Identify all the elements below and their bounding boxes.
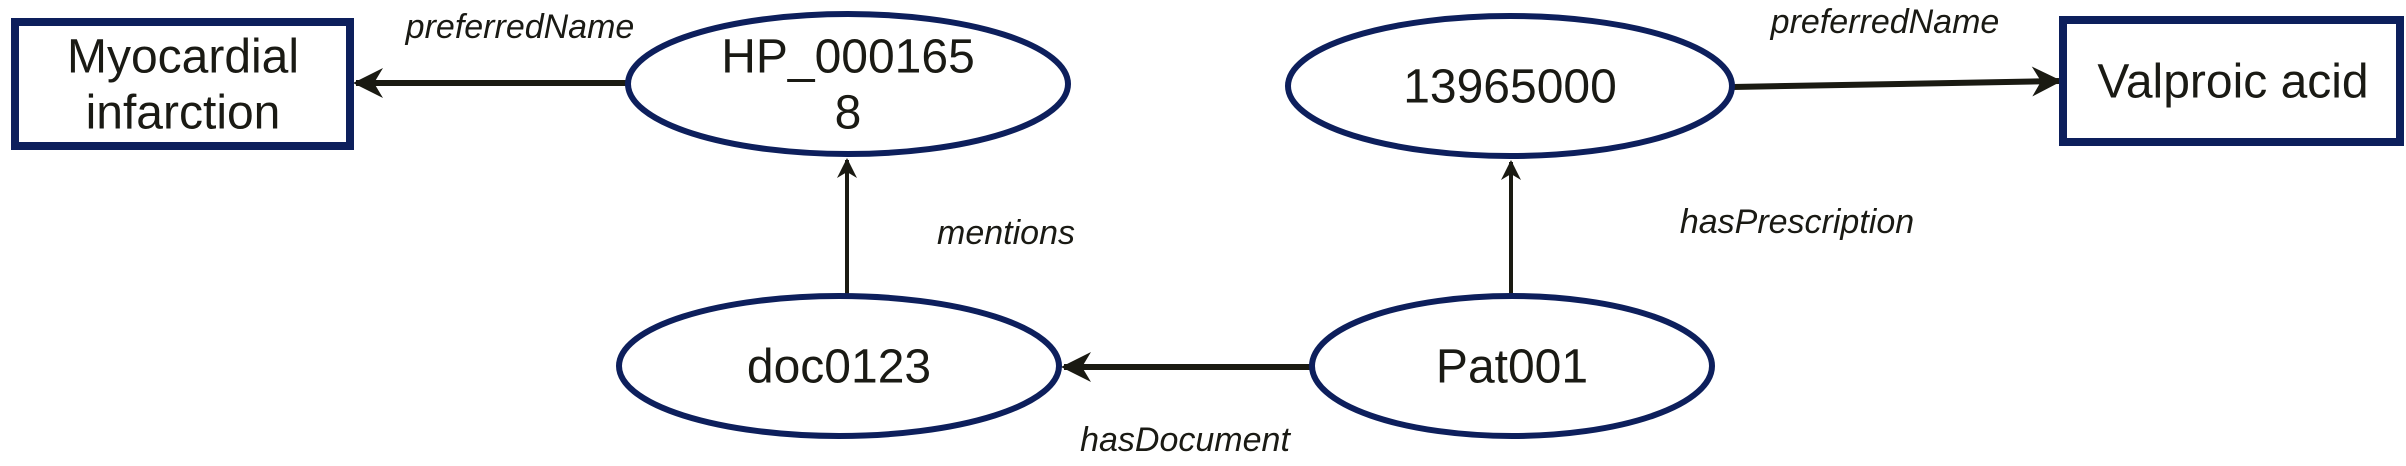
node-label-line1: HP_000165 <box>721 31 975 84</box>
edge-label-mentions: mentions <box>937 214 1075 252</box>
node-label: Valproic acid <box>2097 56 2368 109</box>
node-label-line2: infarction <box>86 87 281 140</box>
node-pat001: Pat001 <box>1309 293 1715 439</box>
node-valproic-acid: Valproic acid <box>2059 16 2404 146</box>
node-label: 13965000 <box>1403 61 1617 114</box>
node-hp-0001658: HP_000165 8 <box>625 11 1071 157</box>
node-label: doc0123 <box>747 341 931 394</box>
edge-label-preferredname: preferredName <box>405 8 635 46</box>
edge-label-hasprescription: hasPrescription <box>1680 203 1914 241</box>
node-label-line1: Myocardial <box>67 31 299 84</box>
node-myocardial-infarction: Myocardial infarction <box>11 18 354 150</box>
edge-label-preferredname: preferredName <box>1770 3 2000 41</box>
node-doc0123: doc0123 <box>616 293 1062 439</box>
node-label-line2: 8 <box>835 87 862 140</box>
edge-rx-preferredname <box>1732 66 2062 97</box>
node-label: Pat001 <box>1436 341 1588 394</box>
node-13965000: 13965000 <box>1285 13 1735 159</box>
edge-label-hasdocument: hasDocument <box>1080 421 1291 459</box>
